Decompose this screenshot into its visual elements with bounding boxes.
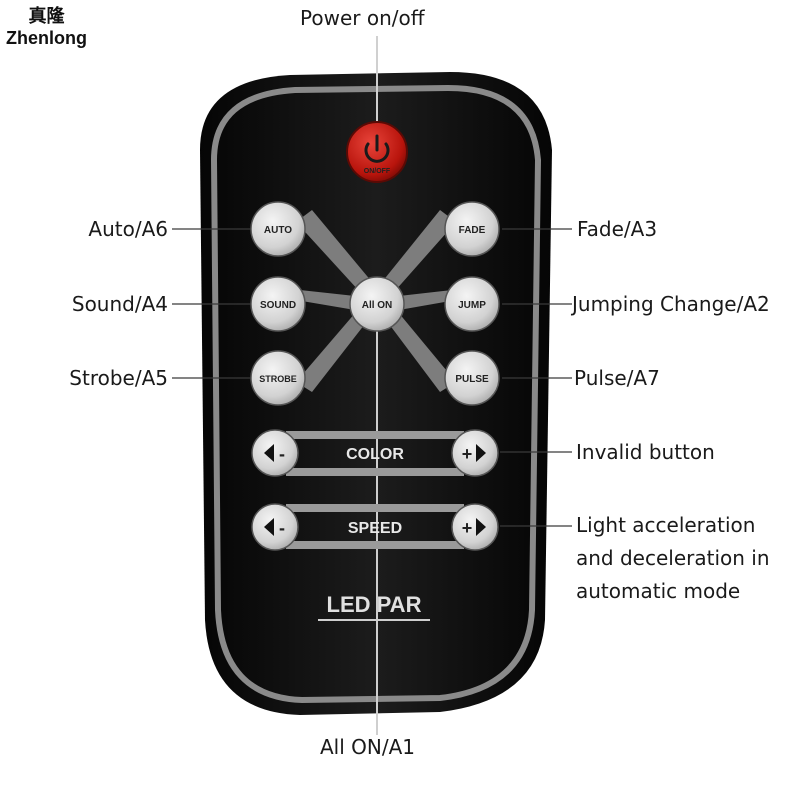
brand-name: Zhenlong bbox=[6, 28, 87, 48]
callout-fade: Fade/A3 bbox=[577, 217, 657, 241]
jump-button[interactable] bbox=[445, 277, 499, 331]
callout-color: Invalid button bbox=[576, 440, 715, 464]
sound-button[interactable] bbox=[251, 277, 305, 331]
power-button[interactable] bbox=[347, 122, 407, 182]
callout-speed: Light acceleration and deceleration in a… bbox=[576, 509, 796, 608]
color-bar-label: COLOR bbox=[346, 446, 404, 463]
callout-power: Power on/off bbox=[300, 6, 425, 30]
speed-plus-button[interactable] bbox=[452, 504, 498, 550]
color-minus-button[interactable] bbox=[252, 430, 298, 476]
callout-sound: Sound/A4 bbox=[20, 292, 168, 316]
callout-allon: All ON/A1 bbox=[320, 735, 415, 759]
callout-strobe: Strobe/A5 bbox=[20, 366, 168, 390]
speed-bar-label: SPEED bbox=[348, 520, 402, 537]
auto-button[interactable] bbox=[251, 202, 305, 256]
callout-pulse: Pulse/A7 bbox=[574, 366, 660, 390]
callout-jump: Jumping Change/A2 bbox=[572, 292, 770, 316]
callout-auto: Auto/A6 bbox=[40, 217, 168, 241]
pulse-button[interactable] bbox=[445, 351, 499, 405]
brand-chinese: 真隆 bbox=[6, 6, 87, 28]
color-plus-button[interactable] bbox=[452, 430, 498, 476]
strobe-button[interactable] bbox=[251, 351, 305, 405]
brand-logo: 真隆 Zhenlong bbox=[6, 6, 87, 48]
speed-minus-button[interactable] bbox=[252, 504, 298, 550]
allon-button[interactable] bbox=[350, 277, 404, 331]
fade-button[interactable] bbox=[445, 202, 499, 256]
model-label: LED PAR bbox=[327, 592, 422, 617]
